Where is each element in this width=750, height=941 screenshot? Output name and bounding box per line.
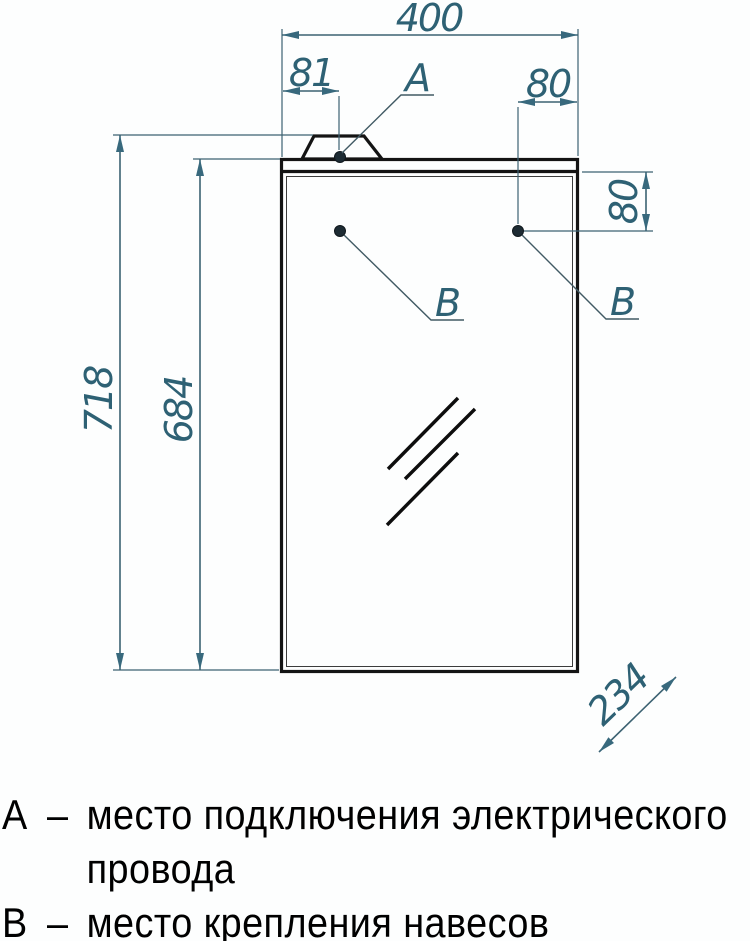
callout-label-a: А bbox=[402, 56, 429, 100]
leader-b-left bbox=[343, 234, 464, 321]
cabinet-carcass bbox=[279, 157, 580, 674]
legend-text-a: место подключения электрического провода bbox=[87, 788, 750, 896]
cabinet-outline bbox=[279, 134, 580, 674]
legend-dash-b: – bbox=[47, 899, 69, 941]
dimension-width-400: 400 bbox=[281, 0, 579, 157]
dimension-height-684: 684 bbox=[157, 158, 280, 670]
dimension-hinge-80-vertical: 80 bbox=[524, 171, 653, 232]
callout-a: А bbox=[341, 56, 434, 154]
dimension-hinge-80-horizontal: 80 bbox=[517, 62, 577, 224]
legend-text-a-line2: провода bbox=[86, 845, 236, 892]
legend-key-b: В bbox=[2, 899, 28, 941]
connection-point-a bbox=[334, 151, 346, 163]
dimension-label-400: 400 bbox=[396, 0, 463, 40]
legend: А – место подключения электрического про… bbox=[2, 788, 750, 941]
dimension-depth-234: 234 bbox=[579, 656, 677, 753]
cabinet-dimension-drawing: 400 81 А 80 80 bbox=[77, 0, 677, 753]
dimension-label-718: 718 bbox=[77, 366, 121, 433]
mirror-hatch bbox=[385, 396, 477, 527]
leader-a bbox=[341, 94, 434, 154]
callout-label-b-left: В bbox=[435, 281, 459, 325]
dimension-label-684: 684 bbox=[157, 377, 201, 444]
dimension-height-718: 718 bbox=[77, 134, 313, 671]
door-inner-edge bbox=[286, 176, 573, 667]
legend-item-b: В – место крепления навесов bbox=[2, 896, 750, 941]
dimension-label-80-h: 80 bbox=[526, 62, 571, 106]
legend-dash-a: – bbox=[47, 791, 69, 838]
mount-point-b-right bbox=[512, 225, 524, 237]
dimension-label-81: 81 bbox=[289, 51, 333, 95]
legend-item-a: А – место подключения электрического про… bbox=[2, 788, 750, 896]
mount-point-b-left bbox=[334, 225, 346, 237]
legend-key-a: А bbox=[2, 791, 28, 838]
callout-label-b-right: В bbox=[610, 280, 634, 324]
legend-text-b-line1: место крепления навесов bbox=[86, 899, 550, 941]
callout-b-left: В bbox=[343, 234, 464, 325]
legend-text-b: место крепления навесов bbox=[87, 896, 750, 941]
callout-b-right: В bbox=[521, 234, 639, 324]
dimension-offset-81: 81 bbox=[283, 51, 340, 150]
leader-b-right bbox=[521, 234, 639, 320]
dimension-label-234: 234 bbox=[579, 656, 657, 734]
dimension-label-80-v: 80 bbox=[602, 179, 646, 224]
legend-text-a-line1: место подключения электрического bbox=[86, 791, 728, 838]
